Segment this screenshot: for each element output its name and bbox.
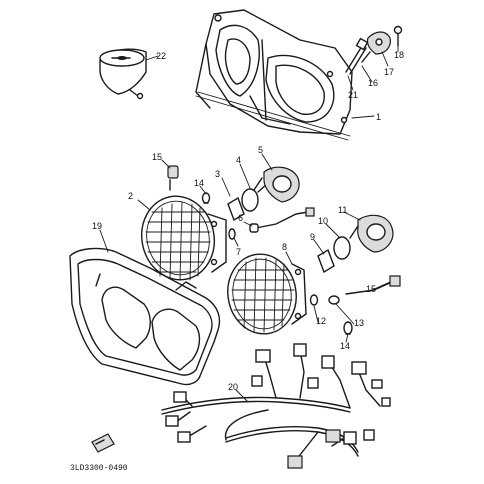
callout-7: 7 [236, 247, 241, 257]
callout-8: 8 [282, 242, 287, 252]
pilot-bulb-part-14a [201, 192, 211, 204]
left-headlight-unit-part-2 [141, 195, 227, 281]
callout-11: 11 [338, 205, 347, 215]
callout-1: 1 [376, 112, 381, 122]
callout-9: 9 [310, 232, 315, 242]
callout-12: 12 [316, 316, 326, 326]
callout-15a: 15 [152, 152, 162, 162]
callout-19: 19 [92, 221, 102, 231]
bulb-wire-part-6 [228, 207, 315, 240]
screw-part-18 [393, 25, 403, 47]
bolt-part-21 [345, 37, 369, 75]
socket-part-15a [167, 165, 179, 191]
bulb-wires-parts-12-13-14 [309, 275, 401, 335]
callout-4: 4 [236, 155, 241, 165]
wiring-harness-part-20 [161, 343, 391, 469]
headlight-housing-part [195, 9, 353, 141]
bulb-assembly-parts-9-10-11 [317, 214, 394, 274]
callout-21: 21 [348, 90, 358, 100]
callout-10: 10 [318, 216, 328, 226]
callout-16: 16 [368, 78, 378, 88]
leader-lines [99, 45, 399, 403]
tag-label-icon [91, 433, 115, 453]
callout-2: 2 [128, 191, 133, 201]
callout-22: 22 [156, 51, 166, 61]
callout-numbers: 1 2 3 4 5 6 7 8 9 10 11 12 13 14 14 15 1… [92, 50, 404, 392]
callout-14a: 14 [194, 178, 204, 188]
callout-5: 5 [258, 145, 263, 155]
callout-18: 18 [394, 50, 404, 60]
bulb-assembly-parts-3-4-5 [227, 166, 300, 222]
adjuster-part-16-17 [361, 31, 391, 63]
callout-6: 6 [238, 213, 243, 223]
callout-14b: 14 [340, 341, 350, 351]
headlight-cowl-part-19 [69, 247, 221, 386]
right-headlight-unit-part-8 [227, 253, 307, 335]
callout-17: 17 [384, 67, 394, 77]
callout-15b: 15 [366, 284, 376, 294]
callout-3: 3 [215, 169, 220, 179]
cover-cap-part-22 [99, 48, 147, 100]
callout-13: 13 [354, 318, 364, 328]
callout-20: 20 [228, 382, 238, 392]
drawing-code: 3LD3300-0490 [70, 464, 128, 473]
